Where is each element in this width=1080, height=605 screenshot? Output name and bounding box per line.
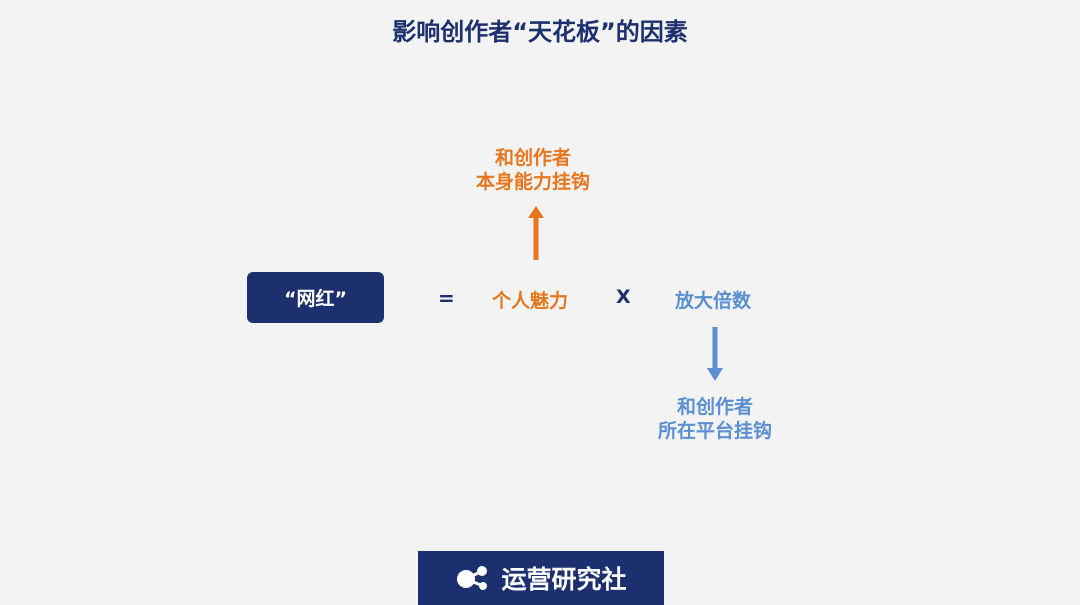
factor1-note-line1: 和创作者 — [494, 147, 571, 169]
factor1-note-line2: 本身能力挂钩 — [475, 171, 590, 193]
brand-footer: 运营研究社 — [418, 551, 664, 605]
factor2-note-line2: 所在平台挂钩 — [657, 420, 772, 442]
multiply-sign: X — [616, 286, 631, 308]
factor1-note: 和创作者 本身能力挂钩 — [453, 146, 613, 194]
up-arrow-icon — [528, 206, 544, 260]
factor2-note: 和创作者 所在平台挂钩 — [635, 395, 795, 443]
equals-sign: = — [438, 286, 455, 310]
subject-box: “网红” — [247, 272, 384, 323]
down-arrow-icon — [707, 327, 723, 381]
subject-label: “网红” — [284, 288, 347, 310]
molecule-icon — [457, 566, 488, 590]
factor-amplification: 放大倍数 — [675, 290, 752, 312]
page-title: 影响创作者“天花板”的因素 — [392, 18, 688, 46]
factor2-note-line1: 和创作者 — [676, 396, 753, 418]
brand-name: 运营研究社 — [501, 565, 627, 594]
factor-personal-charm: 个人魅力 — [492, 290, 569, 312]
